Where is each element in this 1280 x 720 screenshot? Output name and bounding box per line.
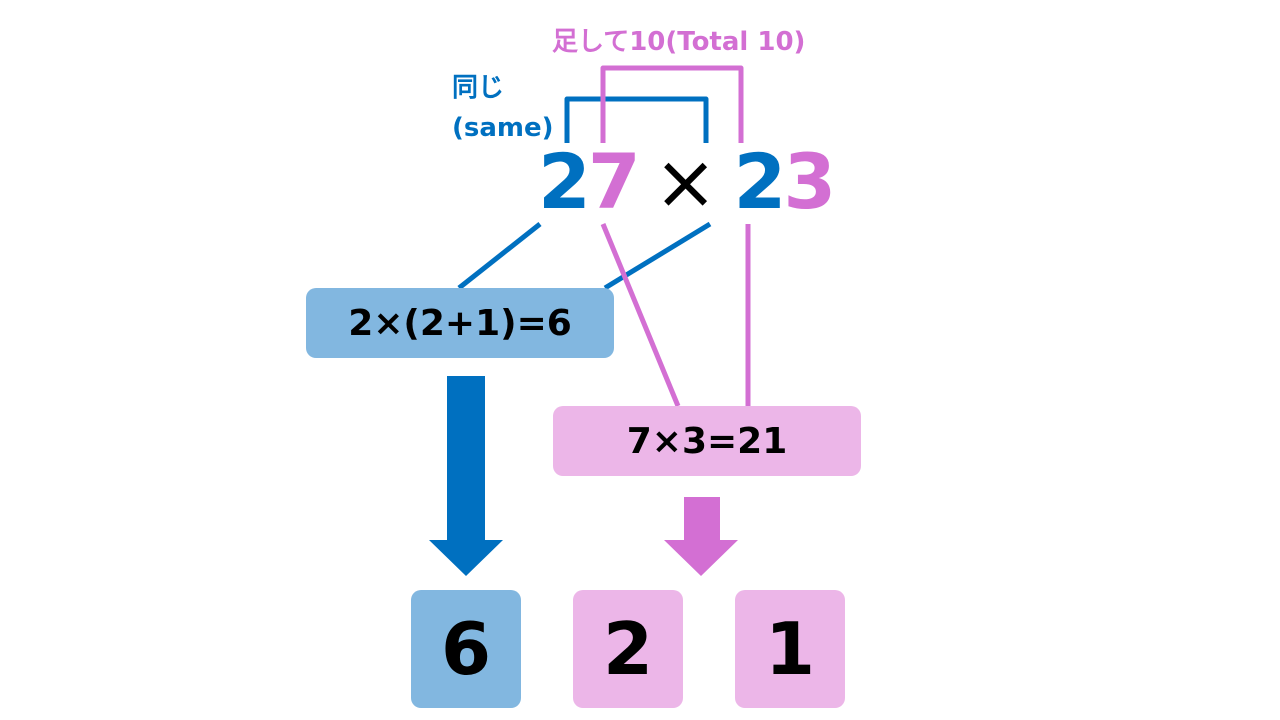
same-label-en: (same) (452, 113, 554, 143)
times-sign: × (653, 137, 718, 226)
tens-calculation: 2×(2+1)=6 (348, 302, 572, 344)
tens-calculation-box: 2×(2+1)=6 (306, 288, 614, 358)
same-label-jp: 同じ (452, 73, 505, 103)
result-box-tens: 2 (573, 590, 683, 708)
ones-digit-b: 3 (783, 137, 836, 226)
result-box-hundreds: 6 (411, 590, 521, 708)
multiplication-problem: 27×23 (538, 137, 836, 227)
result-box-ones: 1 (735, 590, 845, 708)
same-bracket (564, 96, 709, 143)
ones-calculation-box: 7×3=21 (553, 406, 861, 476)
ones-calculation: 7×3=21 (626, 420, 788, 462)
blue-down-arrow (429, 376, 503, 576)
ones-digit-a: 7 (587, 137, 641, 226)
pink-line-left (600, 223, 681, 407)
blue-line-left (457, 222, 542, 290)
result-digit-hundreds: 6 (440, 607, 492, 691)
result-digit-tens: 2 (602, 607, 654, 691)
total-label: 足して10(Total 10) (552, 27, 806, 57)
result-digit-ones: 1 (764, 607, 816, 691)
pink-down-arrow (664, 497, 738, 576)
blue-line-right (603, 221, 712, 291)
total-bracket (600, 65, 744, 143)
tens-digit-a: 2 (538, 137, 591, 226)
same-label: 同じ (same) (452, 68, 554, 148)
tens-digit-b: 2 (733, 137, 786, 226)
